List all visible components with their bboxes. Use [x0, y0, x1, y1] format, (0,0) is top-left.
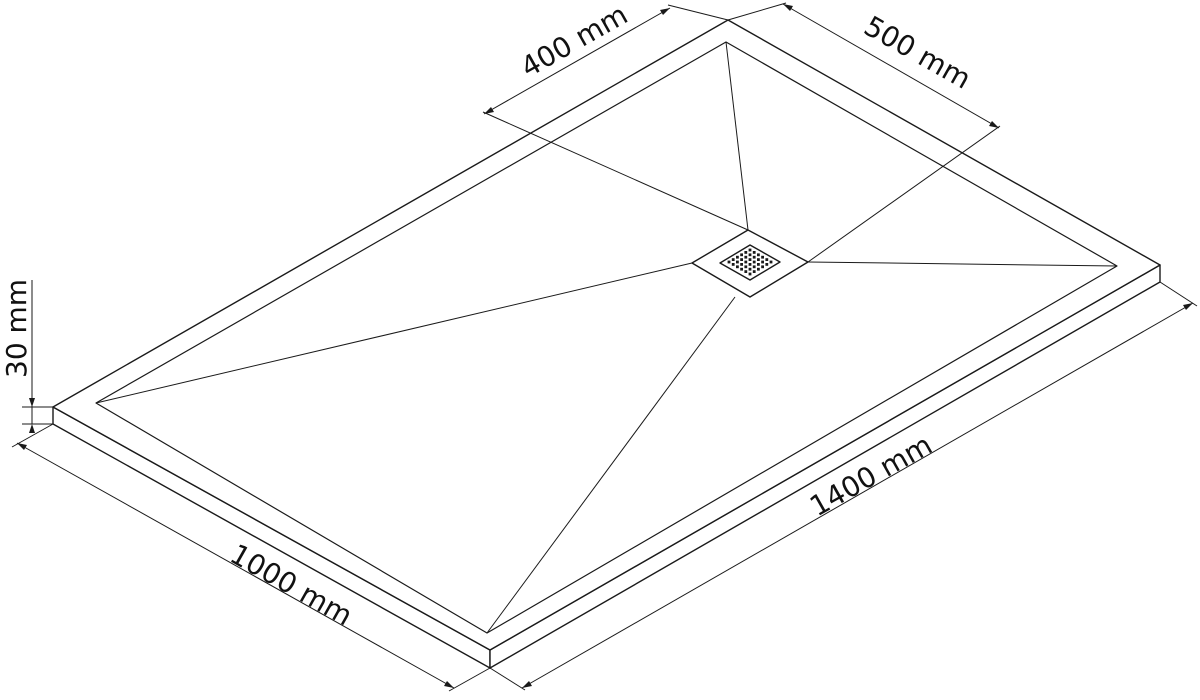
dim-drain-offset-b-label: 500 mm — [859, 9, 977, 95]
drain-hole — [740, 253, 743, 257]
slope-lines — [95, 41, 1118, 634]
drain-hole — [736, 265, 739, 269]
drain-hole — [765, 258, 769, 261]
drain-hole — [744, 255, 748, 259]
drain-hole — [761, 265, 764, 269]
drain-hole — [752, 255, 756, 259]
drain-hole — [748, 248, 752, 252]
slope-line-right — [807, 261, 1118, 267]
drain-inner — [719, 244, 781, 281]
drain-hole — [731, 258, 735, 261]
drain-hole — [752, 251, 756, 254]
dim-thickness: 30 mm — [0, 279, 53, 433]
drain-hole — [761, 255, 764, 259]
drain-hole — [740, 258, 743, 261]
drain-hole — [748, 267, 752, 271]
drain-hole — [736, 255, 739, 259]
drain-hole — [740, 263, 743, 266]
drain-hole — [757, 253, 760, 257]
drain-hole — [757, 263, 760, 266]
drain-hole — [748, 272, 752, 276]
drain-grate-holes — [727, 248, 773, 276]
drain-hole — [748, 253, 752, 257]
drain-hole — [748, 263, 752, 266]
drain-hole — [757, 258, 760, 261]
drain-hole — [769, 260, 773, 264]
drain-hole — [731, 263, 735, 266]
drain-hole — [744, 265, 748, 269]
drain-hole — [740, 267, 743, 271]
drain-hole — [752, 265, 756, 269]
dim-thickness-label: 30 mm — [0, 279, 33, 378]
drain-hole — [757, 267, 760, 271]
drain-hole — [761, 260, 764, 264]
drain-hole — [748, 258, 752, 261]
drain-hole — [752, 270, 756, 273]
slope-line-bottom — [486, 296, 736, 634]
drain-hole — [727, 260, 731, 264]
slope-line-top — [725, 41, 749, 231]
dim-drain-offset-a-label: 400 mm — [515, 0, 633, 84]
drain-hole — [744, 270, 748, 273]
drain-hole — [752, 260, 756, 264]
drain-hole — [744, 260, 748, 264]
slope-line-left — [95, 262, 693, 404]
drain-hole — [744, 251, 748, 254]
tray-body — [52, 19, 1161, 669]
drain-hole — [765, 263, 769, 266]
drain-hole — [736, 260, 739, 264]
